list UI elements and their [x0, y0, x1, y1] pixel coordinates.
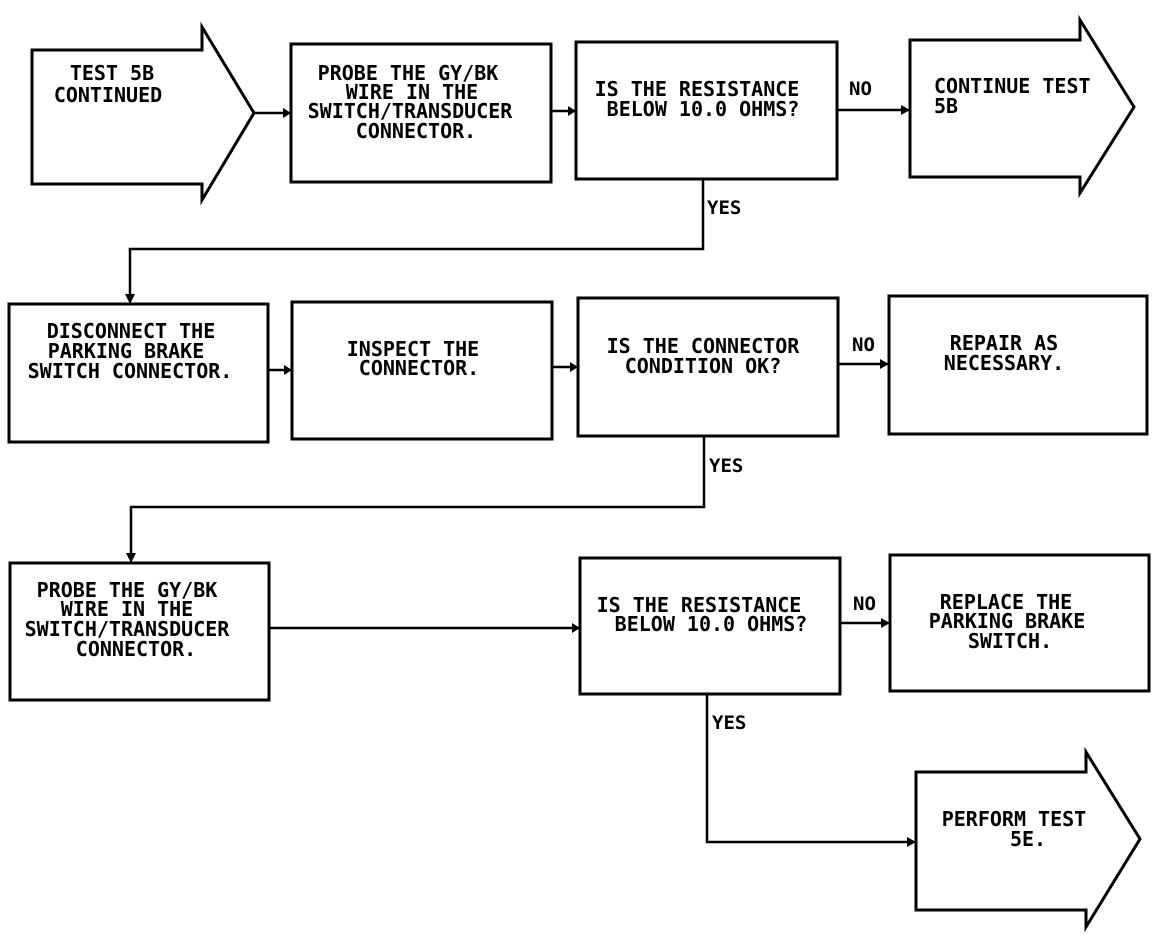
- q2-yes-label: YES: [709, 455, 743, 477]
- probe1-box: [289, 42, 553, 184]
- q1-box: [574, 40, 839, 181]
- perform-text: PERFORM TEST 5E.: [942, 807, 1099, 851]
- probe2-text: PROBE THE GY/BK WIRE IN THE SWITCH/TRANS…: [25, 578, 242, 661]
- q3-box: [578, 556, 842, 696]
- repair-box: [887, 294, 1149, 436]
- edge-probe2-q3: [269, 623, 580, 633]
- replace-text: REPLACE THE PARKING BRAKE SWITCH.: [929, 590, 1098, 653]
- edge-q2-no: [838, 359, 889, 369]
- q3-no-label: NO: [853, 593, 876, 615]
- node-cont: CONTINUE TEST 5B: [908, 14, 1136, 199]
- node-insp: INSPECT THE CONNECTOR.: [290, 300, 554, 441]
- edge-q3-no: [840, 618, 890, 628]
- node-q3: IS THE RESISTANCE BELOW 10.0 OHMS?: [578, 556, 842, 696]
- cont-arrow-shape: [908, 14, 1136, 199]
- repair-text: REPAIR AS NECESSARY.: [944, 331, 1070, 375]
- insp-box: [290, 300, 554, 441]
- probe1-text: PROBE THE GY/BK WIRE IN THE SWITCH/TRANS…: [308, 61, 525, 143]
- node-q2: IS THE CONNECTOR CONDITION OK?: [576, 296, 840, 438]
- edge-probe1-q1: [551, 106, 576, 116]
- q1-yes-label: YES: [707, 197, 741, 219]
- perform-arrow-shape: [914, 746, 1142, 933]
- disc-box: [7, 302, 270, 444]
- start-arrow-shape: [30, 21, 256, 206]
- node-disc: DISCONNECT THE PARKING BRAKE SWITCH CONN…: [7, 302, 270, 444]
- probe2-box: [8, 561, 271, 702]
- edge-q1-no: [837, 105, 910, 115]
- replace-box: [888, 553, 1151, 693]
- q2-no-label: NO: [852, 334, 875, 356]
- node-q1: IS THE RESISTANCE BELOW 10.0 OHMS?: [574, 40, 839, 181]
- insp-text: INSPECT THE CONNECTOR.: [347, 337, 492, 380]
- edge-q3-yes: [705, 694, 916, 847]
- edge-start-probe1: [254, 108, 291, 118]
- node-perform: PERFORM TEST 5E.: [914, 746, 1142, 933]
- node-probe1: PROBE THE GY/BK WIRE IN THE SWITCH/TRANS…: [289, 42, 553, 184]
- q1-no-label: NO: [849, 78, 872, 100]
- q2-text: IS THE CONNECTOR CONDITION OK?: [607, 334, 812, 378]
- node-probe2: PROBE THE GY/BK WIRE IN THE SWITCH/TRANS…: [8, 561, 271, 702]
- q1-text: IS THE RESISTANCE BELOW 10.0 OHMS?: [595, 77, 812, 121]
- edge-disc-insp: [268, 365, 292, 375]
- start-text: TEST 5B CONTINUED: [54, 61, 166, 107]
- cont-text: CONTINUE TEST 5B: [934, 74, 1103, 118]
- q2-box: [576, 296, 840, 438]
- q3-text: IS THE RESISTANCE BELOW 10.0 OHMS?: [597, 593, 814, 636]
- edge-q1-yes: [125, 179, 705, 304]
- node-start: TEST 5B CONTINUED: [30, 21, 256, 206]
- node-repair: REPAIR AS NECESSARY.: [887, 294, 1149, 436]
- edge-q2-yes: [126, 436, 706, 563]
- q3-yes-label: YES: [712, 712, 746, 734]
- disc-text: DISCONNECT THE PARKING BRAKE SWITCH CONN…: [28, 319, 233, 383]
- edge-insp-q2: [552, 362, 578, 372]
- node-replace: REPLACE THE PARKING BRAKE SWITCH.: [888, 553, 1151, 693]
